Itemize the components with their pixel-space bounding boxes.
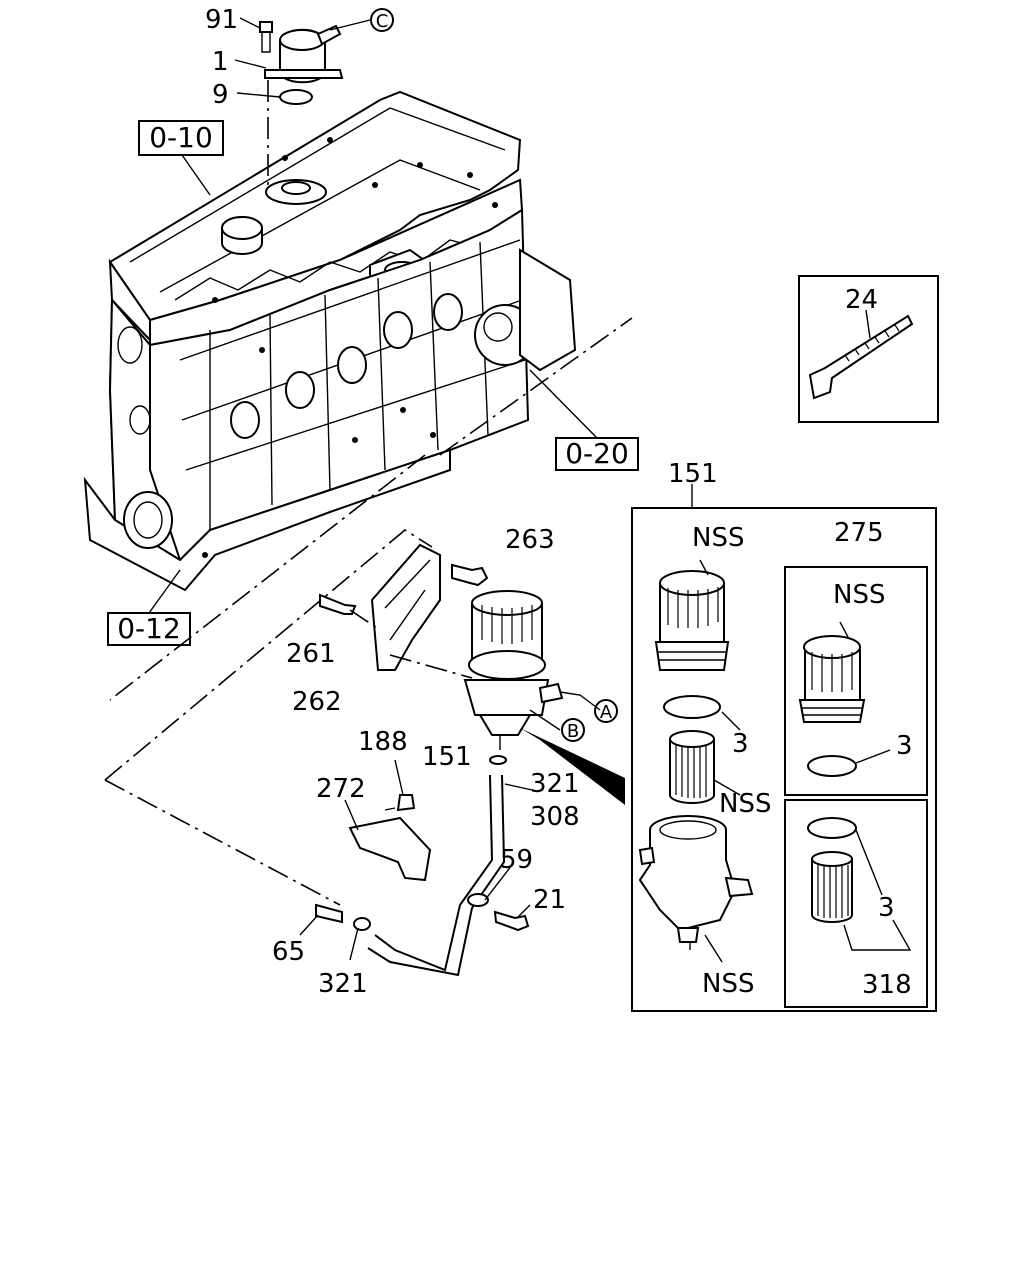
callout-151-mid: 151 [422, 742, 472, 772]
callout-188: 188 [358, 727, 408, 757]
callout-labels: 91 1 9 24 151 263 261 262 151 188 272 32… [205, 5, 913, 1000]
callout-308: 308 [530, 802, 580, 832]
connector-label: A [600, 702, 613, 723]
pipe-assembly [299, 759, 533, 977]
connector-c: C [370, 8, 394, 32]
callout-3-a: 3 [732, 729, 749, 759]
reference-label: 0-20 [565, 437, 629, 470]
engine-block [83, 90, 577, 592]
reference-0-10: 0-10 [138, 120, 224, 196]
callout-nss-element: NSS [719, 789, 771, 819]
callout-65: 65 [272, 937, 305, 967]
connector-label: C [376, 11, 389, 32]
callout-91: 91 [205, 5, 238, 35]
callout-9: 9 [212, 80, 229, 110]
callout-1: 1 [212, 47, 229, 77]
callout-nss-cap-275: NSS [833, 580, 885, 610]
reference-label: 0-10 [149, 121, 213, 154]
callout-24: 24 [845, 285, 878, 315]
connector-a: A [594, 699, 618, 723]
callout-3-b: 3 [896, 731, 913, 761]
connector-b: B [561, 718, 585, 742]
filter-exploded-panel [631, 484, 937, 1012]
callout-321-mid: 321 [530, 769, 580, 799]
reference-label: 0-12 [117, 612, 181, 645]
callout-272: 272 [316, 774, 366, 804]
callout-59: 59 [500, 845, 533, 875]
assembly-dashed-outline [104, 317, 633, 906]
callout-nss-housing: NSS [702, 969, 754, 999]
connector-label: B [567, 721, 579, 742]
callout-21: 21 [533, 885, 566, 915]
part-24-inset [798, 275, 939, 423]
callout-261: 261 [286, 639, 336, 669]
breather-assembly [234, 17, 371, 185]
fuel-filter-assembly [319, 543, 625, 805]
reference-0-12: 0-12 [107, 569, 191, 646]
callout-318: 318 [862, 970, 912, 1000]
callout-321-bot: 321 [318, 969, 368, 999]
callout-nss-cap: NSS [692, 523, 744, 553]
callout-275: 275 [834, 518, 884, 548]
callout-3-c: 3 [878, 893, 895, 923]
reference-0-20: 0-20 [529, 369, 639, 471]
callout-263: 263 [505, 525, 555, 555]
callout-151-top: 151 [668, 459, 718, 489]
callout-262: 262 [292, 687, 342, 717]
